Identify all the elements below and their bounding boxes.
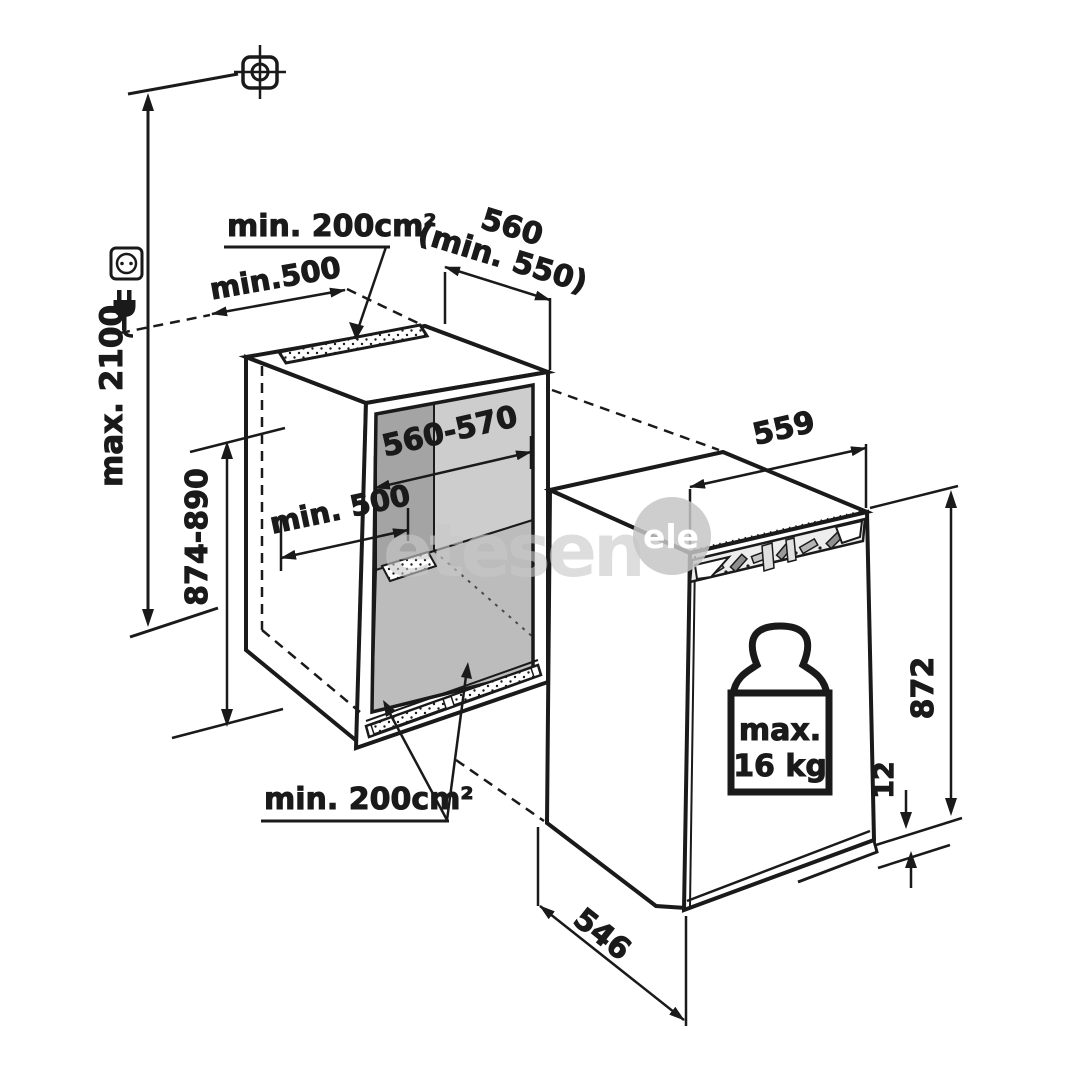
top-clearance-label: min.500 bbox=[207, 250, 343, 306]
plinth-vent-band bbox=[364, 659, 543, 739]
dim-plinth-step: 12 bbox=[869, 761, 951, 888]
top-vent-label: min. 200cm² bbox=[227, 209, 437, 244]
projection-line-top bbox=[551, 388, 720, 452]
door-load-line2: 16 kg bbox=[733, 749, 827, 784]
plinth-step-edge bbox=[797, 840, 879, 884]
niche-height-label: 874-890 bbox=[180, 468, 215, 606]
door-bottom-line bbox=[686, 829, 871, 903]
appliance-width-label: 559 bbox=[749, 405, 818, 453]
dim-niche-height: 874-890 bbox=[171, 426, 286, 740]
watermark-text: etesen bbox=[383, 508, 642, 594]
dim-top-vent: min. 200cm² bbox=[224, 209, 437, 340]
niche-left-side bbox=[244, 354, 369, 747]
weight-icon: max. 16 kg bbox=[727, 622, 833, 796]
interior-shadow-edge bbox=[433, 550, 534, 638]
wall-hidden-line-2 bbox=[346, 287, 425, 328]
wall-hidden-line bbox=[119, 313, 211, 335]
fixing-strip bbox=[688, 509, 867, 584]
plinth-vent-slats bbox=[370, 667, 535, 735]
plinth-step-label: 12 bbox=[869, 761, 900, 799]
dim-appliance-height: 872 bbox=[869, 484, 963, 847]
door-left-edge-line bbox=[689, 555, 696, 907]
mounting-screw-icon bbox=[234, 45, 286, 99]
floor-vent-slot bbox=[380, 550, 438, 583]
watermark-badge-circle bbox=[633, 497, 711, 575]
top-vent-slot bbox=[276, 323, 430, 365]
dim-bottom-vent: min. 200cm² bbox=[261, 662, 474, 823]
fixing-strip-notch-left bbox=[693, 555, 732, 581]
fixing-strip-notch-right bbox=[834, 519, 864, 545]
watermark-badge-text: ele bbox=[643, 517, 699, 556]
appliance-depth-label: 546 bbox=[567, 901, 638, 967]
power-plug-icon bbox=[113, 290, 136, 338]
screw-leader-line bbox=[127, 72, 239, 96]
dim-top-clearance: min.500 bbox=[207, 249, 346, 317]
watermark: etesen ele bbox=[383, 497, 711, 594]
projection-line-bottom bbox=[455, 758, 545, 823]
bottom-vent-label: min. 200cm² bbox=[264, 782, 474, 817]
door-load-line1: max. bbox=[739, 713, 821, 748]
power-socket-icon bbox=[109, 246, 144, 281]
hidden-edge-floor bbox=[261, 629, 361, 713]
appliance-height-label: 872 bbox=[906, 657, 941, 720]
